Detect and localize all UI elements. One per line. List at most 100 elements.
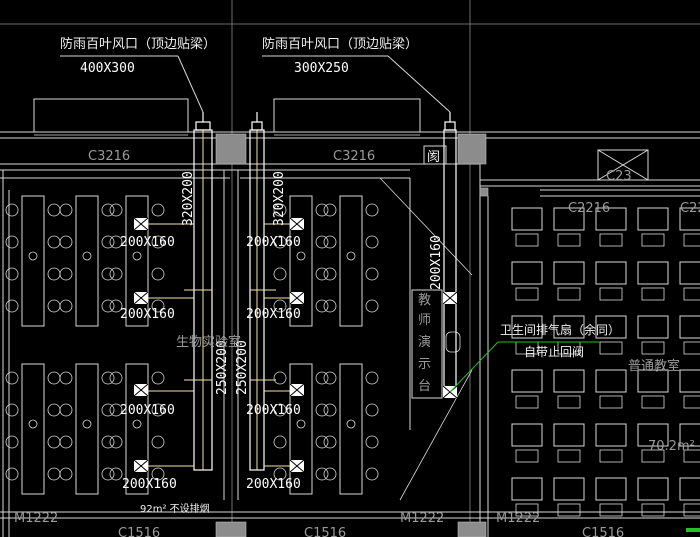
desk (679, 207, 700, 231)
lab-stool (5, 371, 19, 385)
chair (599, 287, 623, 301)
diffuser-mark (442, 291, 458, 305)
lab-stool (59, 467, 73, 481)
diffuser-size-b1: 200X160 (246, 235, 301, 250)
lab-stool (315, 467, 329, 481)
diffuser-mark (133, 459, 149, 473)
window-tag-2: C3216 (333, 149, 375, 164)
diffuser-mark (289, 459, 305, 473)
lab-stool (101, 235, 115, 249)
fan-leader (449, 341, 600, 393)
chair (557, 449, 581, 463)
lab-stool (101, 267, 115, 281)
riser-duct-1 (193, 112, 213, 471)
area-note-left: 92m² 不设排烟 (140, 502, 210, 515)
desk (511, 207, 543, 231)
chair (641, 395, 665, 409)
lab-stool (109, 467, 123, 481)
sink-symbol (132, 419, 142, 429)
door-tag-1: M1222 (14, 511, 58, 526)
diffuser-mark (289, 291, 305, 305)
desk (553, 261, 585, 285)
sink-symbol (132, 251, 142, 261)
lab-stool (59, 267, 73, 281)
exterior-wall (0, 98, 700, 537)
fan-note-line2: 自带止回阀 (524, 345, 584, 359)
lab-furniture-left (5, 195, 379, 495)
chair (683, 341, 700, 355)
lab-stool (47, 235, 61, 249)
lab-stool (323, 403, 337, 417)
lab-stool (109, 235, 123, 249)
chair (641, 287, 665, 301)
lab-stool (47, 203, 61, 217)
lab-stool (315, 267, 329, 281)
lab-stool (273, 371, 287, 385)
diffuser-size-a4: 200X160 (122, 477, 177, 492)
riser-duct-2 (249, 112, 265, 471)
lab-bench (339, 363, 363, 495)
lab-stool (101, 467, 115, 481)
sink-symbol (82, 251, 92, 261)
louver-left-size: 400X300 (80, 61, 135, 76)
sink-symbol (296, 251, 306, 261)
desk (595, 261, 627, 285)
lab-stool (315, 203, 329, 217)
lab-stool (101, 203, 115, 217)
lab-stool (365, 435, 379, 449)
desk (637, 369, 669, 393)
desk (595, 207, 627, 231)
lab-stool (59, 403, 73, 417)
lab-stool (273, 267, 287, 281)
lab-stool (101, 299, 115, 313)
desk (511, 423, 543, 447)
lab-stool (101, 371, 115, 385)
lab-stool (151, 403, 165, 417)
lab-stool (151, 371, 165, 385)
chair (557, 233, 581, 247)
platform-walls (379, 177, 473, 501)
lab-stool (151, 235, 165, 249)
lab-stool (5, 203, 19, 217)
chair (599, 449, 623, 463)
lab-stool (273, 235, 287, 249)
lab-stool (365, 299, 379, 313)
lab-bench (75, 363, 99, 495)
chair (599, 395, 623, 409)
platform-char-2: 师 (418, 313, 431, 328)
desk (595, 477, 627, 501)
desk (679, 423, 700, 447)
chair (641, 341, 665, 355)
sink-symbol (28, 251, 38, 261)
room-name-lab: 生物实验室 (176, 334, 241, 350)
lab-stool (151, 299, 165, 313)
diffuser-size-a1: 200X160 (120, 235, 175, 250)
desk (553, 207, 585, 231)
platform-char-3: 演 (418, 334, 431, 350)
chair (641, 503, 665, 517)
chair (515, 287, 539, 301)
lab-stool (273, 435, 287, 449)
window-tag-4: C2216 (680, 201, 700, 216)
desk (511, 315, 543, 339)
lab-stool (59, 371, 73, 385)
desk (637, 261, 669, 285)
chair (599, 233, 623, 247)
lab-stool (101, 403, 115, 417)
chair (683, 449, 700, 463)
riser-size-1: 320X200 (181, 171, 196, 226)
structural-columns (215, 133, 489, 537)
diffuser-size-a3: 200X160 (120, 403, 175, 418)
lab-stool (151, 435, 165, 449)
lab-bench (125, 195, 149, 327)
lab-stool (109, 203, 123, 217)
chair (515, 395, 539, 409)
lab-bench (125, 363, 149, 495)
diffuser-mark (133, 217, 149, 231)
louver-leaders (60, 55, 451, 113)
lab-stool (273, 203, 287, 217)
lab-stool (323, 267, 337, 281)
lab-stool (365, 467, 379, 481)
sink-symbol (346, 419, 356, 429)
lab-stool (5, 235, 19, 249)
